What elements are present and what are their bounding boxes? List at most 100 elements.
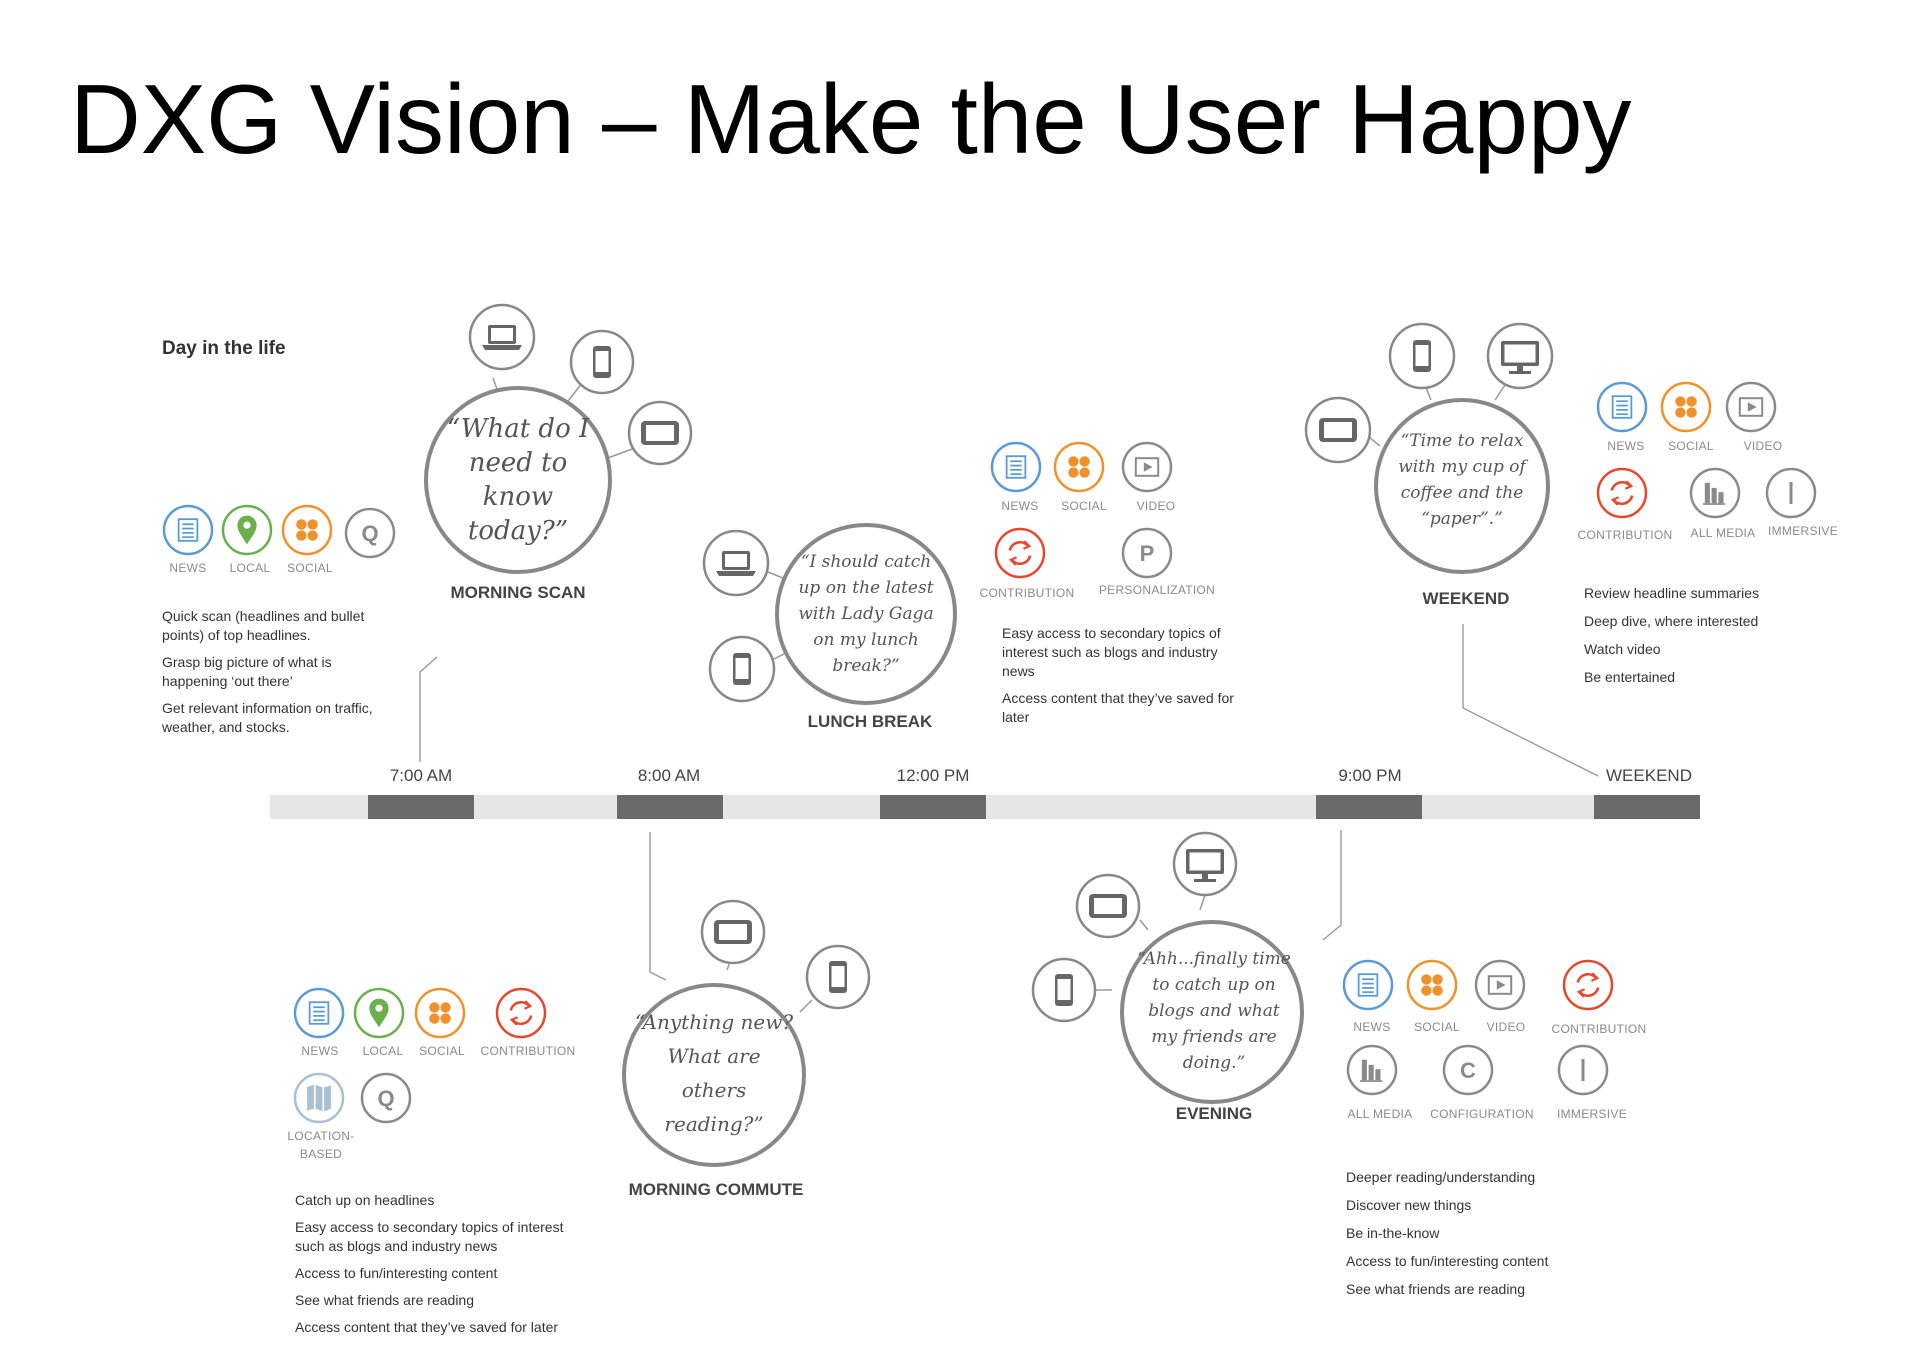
icon-label: SOCIAL (419, 1044, 465, 1058)
evening-label: EVENING (1175, 1104, 1253, 1123)
icon-label: NEWS (1607, 439, 1645, 453)
icon-label: NEWS (169, 561, 207, 575)
note-item: Be in-the-know (1346, 1225, 1440, 1241)
icon-label: VIDEO (1136, 499, 1176, 513)
time-label: 9:00 PM (1338, 766, 1402, 785)
time-label: WEEKEND (1606, 766, 1692, 785)
note-item: See what friends are reading (295, 1292, 474, 1308)
weekend-quote: “Time to relax with my cup of coffee and… (1398, 431, 1526, 529)
video-icon (1474, 959, 1526, 1011)
time-label: 8:00 AM (637, 766, 701, 785)
icon-label: NEWS (301, 1044, 339, 1058)
note-item: Access content that they’ve saved for la… (295, 1319, 559, 1335)
news-icon (990, 441, 1042, 493)
icon-label: VIDEO (1743, 439, 1783, 453)
morning-commute-cluster (622, 899, 871, 1167)
immersive-icon (1765, 467, 1817, 519)
icon-label: PERSONALIZATION (1098, 583, 1216, 597)
icon-label: CONFIGURATION (1430, 1107, 1534, 1121)
icon-label: NEWS (1001, 499, 1039, 513)
contribution-icon (994, 527, 1046, 579)
icon-label: IMMERSIVE (1556, 1107, 1628, 1121)
icon-label: ALL MEDIA (1690, 526, 1756, 540)
personalization-icon: P (1121, 527, 1173, 579)
time-label: 12:00 PM (896, 766, 970, 785)
note-item: Grasp big picture of what is happening ‘… (162, 654, 332, 689)
search-icon: Q (344, 507, 396, 559)
icon-label: SOCIAL (1414, 1020, 1460, 1034)
news-icon (1342, 959, 1394, 1011)
section-heading: Day in the life (162, 338, 286, 359)
note-item: Quick scan (headlines and bullet points)… (162, 608, 365, 643)
lunch-break-notes: Easy access to secondary topics of inter… (1002, 624, 1242, 735)
morning-scan-notes: Quick scan (headlines and bullet points)… (162, 607, 392, 745)
svg-text:Q: Q (361, 521, 378, 546)
contribution-icon (1596, 467, 1648, 519)
svg-text:Q: Q (377, 1086, 394, 1111)
note-item: Easy access to secondary topics of inter… (295, 1219, 564, 1254)
evening-quote: “Ahh...finally time to catch up on blogs… (1137, 949, 1291, 1073)
weekend-notes: Review headline summaries Deep dive, whe… (1584, 584, 1844, 696)
icon-label: BASED (299, 1147, 343, 1161)
note-item: Be entertained (1584, 669, 1676, 685)
video-icon (1725, 381, 1777, 433)
weekend-label: WEEKEND (1422, 589, 1510, 608)
icon-label: ALL MEDIA (1347, 1107, 1413, 1121)
note-item: Access to fun/interesting content (1346, 1253, 1549, 1269)
icon-label: CONTRIBUTION (1551, 1022, 1647, 1036)
note-item: Deeper reading/understanding (1346, 1169, 1536, 1185)
contribution-icon (495, 987, 547, 1039)
icon-label: NEWS (1353, 1020, 1391, 1034)
weekend-cluster (1304, 322, 1554, 574)
icon-label: LOCATION- (287, 1129, 355, 1143)
note-item: Easy access to secondary topics of inter… (1002, 625, 1221, 679)
note-item: Discover new things (1346, 1197, 1472, 1213)
icon-label: CONTRIBUTION (979, 586, 1075, 600)
timeline-bar (270, 795, 1700, 819)
lunch-break-quote: “I should catch up on the latest with La… (798, 552, 934, 676)
evening-notes: Deeper reading/understanding Discover ne… (1346, 1168, 1646, 1308)
icon-label: CONTRIBUTION (480, 1044, 576, 1058)
immersive-icon (1557, 1044, 1609, 1096)
icon-label: LOCAL (362, 1044, 404, 1058)
note-item: Access to fun/interesting content (295, 1265, 498, 1281)
icon-label: SOCIAL (1668, 439, 1714, 453)
news-icon (293, 987, 345, 1039)
morning-scan-cluster (424, 303, 693, 574)
lunch-break-label: LUNCH BREAK (807, 712, 933, 731)
note-item: Watch video (1584, 641, 1661, 657)
evening-cluster (1031, 831, 1304, 1104)
svg-text:C: C (1460, 1058, 1476, 1083)
morning-scan-quote: “What do I need to know today?” (446, 414, 590, 546)
slide-title: DXG Vision – Make the User Happy (70, 64, 1632, 174)
news-icon (1596, 381, 1648, 433)
icon-label: SOCIAL (287, 561, 333, 575)
all-media-icon (1346, 1044, 1398, 1096)
icon-label: SOCIAL (1061, 499, 1107, 513)
lunch-break-cluster (702, 523, 957, 705)
video-icon (1121, 441, 1173, 493)
location-based-icon (293, 1072, 345, 1124)
social-icon (1660, 381, 1712, 433)
local-icon (221, 504, 273, 556)
icon-label: CONTRIBUTION (1577, 528, 1673, 542)
morning-commute-label: MORNING COMMUTE (628, 1180, 804, 1199)
social-icon (281, 504, 333, 556)
note-item: Catch up on headlines (295, 1192, 435, 1208)
configuration-icon: C (1442, 1044, 1494, 1096)
icon-label: IMMERSIVE (1767, 524, 1839, 538)
icon-label: LOCAL (229, 561, 271, 575)
social-icon (414, 987, 466, 1039)
note-item: Review headline summaries (1584, 585, 1760, 601)
social-icon (1406, 959, 1458, 1011)
note-item: See what friends are reading (1346, 1281, 1525, 1297)
note-item: Access content that they’ve saved for la… (1002, 690, 1234, 725)
social-icon (1053, 441, 1105, 493)
morning-scan-label: MORNING SCAN (450, 583, 586, 602)
note-item: Deep dive, where interested (1584, 613, 1759, 629)
icon-label: VIDEO (1486, 1020, 1526, 1034)
note-item: Get relevant information on traffic, wea… (162, 700, 373, 735)
time-label: 7:00 AM (389, 766, 453, 785)
local-icon (353, 987, 405, 1039)
